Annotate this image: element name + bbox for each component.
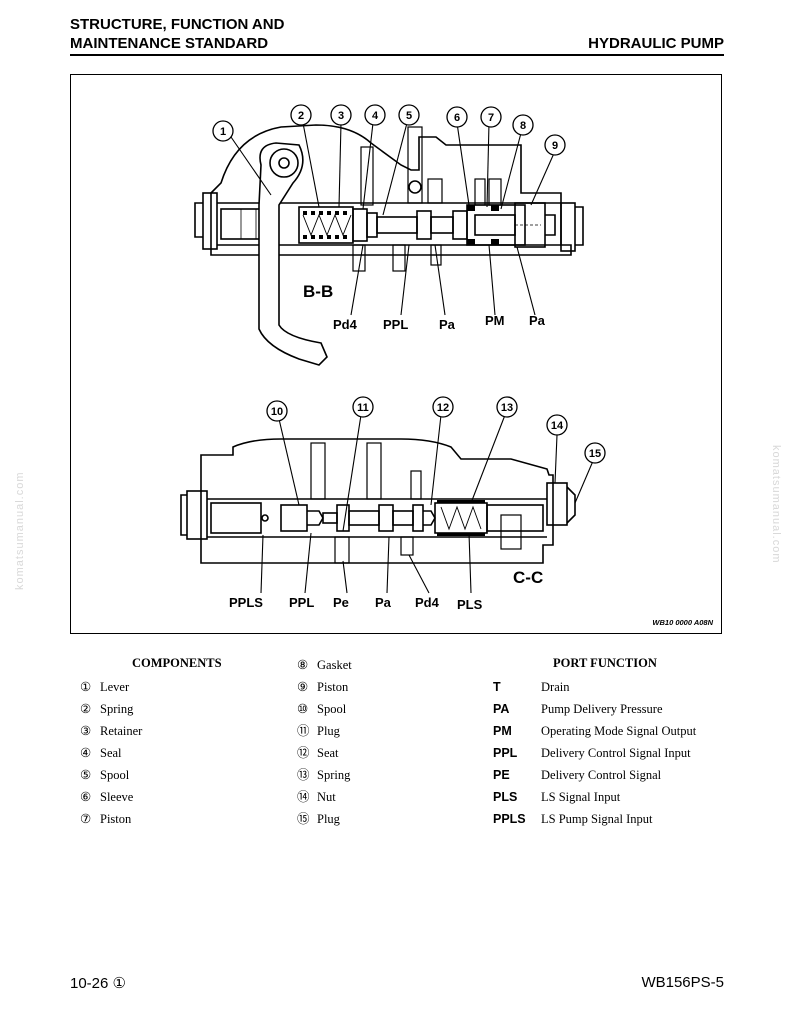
header-title-line2: MAINTENANCE STANDARD — [70, 35, 269, 52]
callout-7: 7 — [488, 112, 494, 124]
callout-3: 3 — [338, 110, 344, 122]
section-bb-label: B-B — [303, 282, 333, 301]
callout-2: 2 — [298, 110, 304, 122]
section-cc-leaders — [260, 414, 594, 594]
callout-12: 12 — [437, 402, 449, 414]
cc-port-pe: Pe — [333, 595, 349, 610]
section-cc-label: C-C — [513, 568, 543, 587]
header-title-line1: STRUCTURE, FUNCTION AND — [70, 16, 285, 33]
callout-4: 4 — [372, 110, 379, 122]
callout-1: 1 — [220, 126, 226, 138]
section-bb-leaders — [230, 122, 556, 316]
header-rule — [70, 54, 724, 56]
cc-port-ppls: PPLS — [229, 595, 263, 610]
callout-9: 9 — [552, 140, 558, 152]
valve-cross-section-drawing: 1 2 3 4 5 6 7 8 9 B-B Pd4 PPL Pa PM Pa — [180, 104, 714, 627]
bb-port-pm: PM — [485, 313, 505, 328]
callout-10: 10 — [271, 406, 283, 418]
section-cc-drawing — [180, 438, 576, 564]
bb-port-pa-2: Pa — [529, 313, 546, 328]
callout-13: 13 — [501, 402, 513, 414]
figure-id: WB10 0000 A08N — [652, 618, 713, 627]
watermark-right: komatsumanual.com — [770, 445, 782, 564]
callout-8: 8 — [520, 120, 526, 132]
callout-14: 14 — [551, 420, 564, 432]
callout-6: 6 — [454, 112, 460, 124]
bb-port-ppl: PPL — [383, 317, 408, 332]
watermark-left: komatsumanual.com — [14, 471, 26, 591]
header-section: HYDRAULIC PUMP — [588, 35, 724, 52]
section-bb-callouts: 1 2 3 4 5 6 7 8 9 — [212, 104, 566, 156]
section-cc-callouts: 10 11 12 13 14 15 — [266, 396, 606, 464]
model-name: WB156PS-5 — [641, 974, 724, 991]
callout-5: 5 — [406, 110, 412, 122]
callout-11: 11 — [357, 402, 369, 414]
components-heading: COMPONENTS — [132, 656, 222, 670]
callout-15: 15 — [589, 448, 601, 460]
cc-port-pa: Pa — [375, 595, 392, 610]
section-bb-drawing — [194, 124, 584, 366]
header-title: STRUCTURE, FUNCTION AND MAINTENANCE STAN… — [70, 15, 284, 53]
page-number: 10-26 ① — [70, 975, 126, 992]
cc-port-pd4: Pd4 — [415, 595, 440, 610]
bb-port-pd4: Pd4 — [333, 317, 358, 332]
port-function-heading: PORT FUNCTION — [553, 656, 657, 670]
figure-frame: 1 2 3 4 5 6 7 8 9 B-B Pd4 PPL Pa PM Pa — [70, 74, 722, 634]
cc-port-ppl: PPL — [289, 595, 314, 610]
cc-port-pls: PLS — [457, 597, 483, 612]
bb-port-pa-1: Pa — [439, 317, 456, 332]
